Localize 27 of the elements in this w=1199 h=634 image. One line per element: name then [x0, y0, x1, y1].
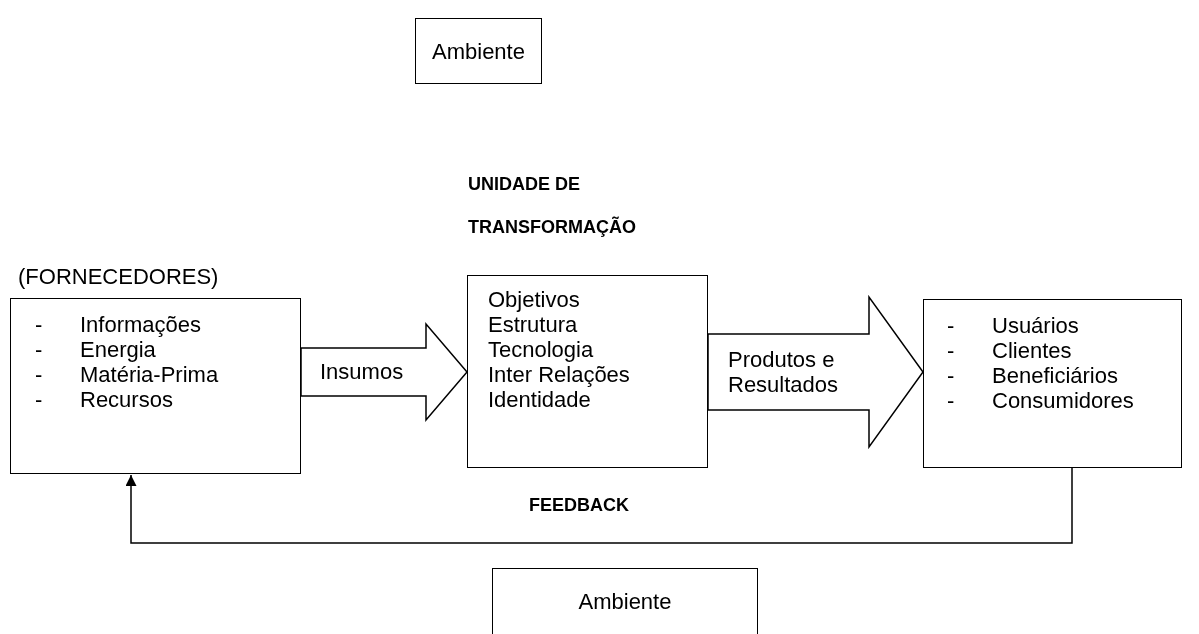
box-label: Estrutura — [488, 312, 578, 337]
box-label: Tecnologia — [488, 337, 594, 362]
process-box — [492, 568, 758, 634]
group-label: (FORNECEDORES) — [18, 264, 219, 289]
process-box — [415, 18, 542, 84]
section-heading: UNIDADE DE TRANSFORMAÇÃO — [468, 173, 637, 239]
process-box — [10, 298, 301, 474]
process-box — [923, 299, 1182, 468]
box-label: Identidade — [488, 387, 591, 412]
edge-label: Insumos — [320, 359, 404, 384]
box-label: Ambiente — [577, 589, 673, 614]
block-arrow — [300, 321, 468, 423]
feedback-arrow — [125, 467, 1073, 544]
list-item: - Clientes — [947, 338, 1072, 363]
list-item: - Informações — [35, 312, 202, 337]
box-label: Inter Relações — [488, 362, 630, 387]
list-item: - Consumidores — [947, 388, 1134, 413]
list-item: - Matéria-Prima — [35, 362, 219, 387]
box-label: Objetivos — [488, 287, 580, 312]
block-arrow — [707, 294, 924, 450]
list-item: - Energia — [35, 337, 156, 362]
list-item: - Usuários — [947, 313, 1079, 338]
box-label: Ambiente — [431, 39, 526, 64]
edge-label: Produtos e Resultados — [728, 347, 839, 397]
list-item: - Beneficiários — [947, 363, 1118, 388]
list-item: - Recursos — [35, 387, 173, 412]
process-box — [467, 275, 708, 468]
